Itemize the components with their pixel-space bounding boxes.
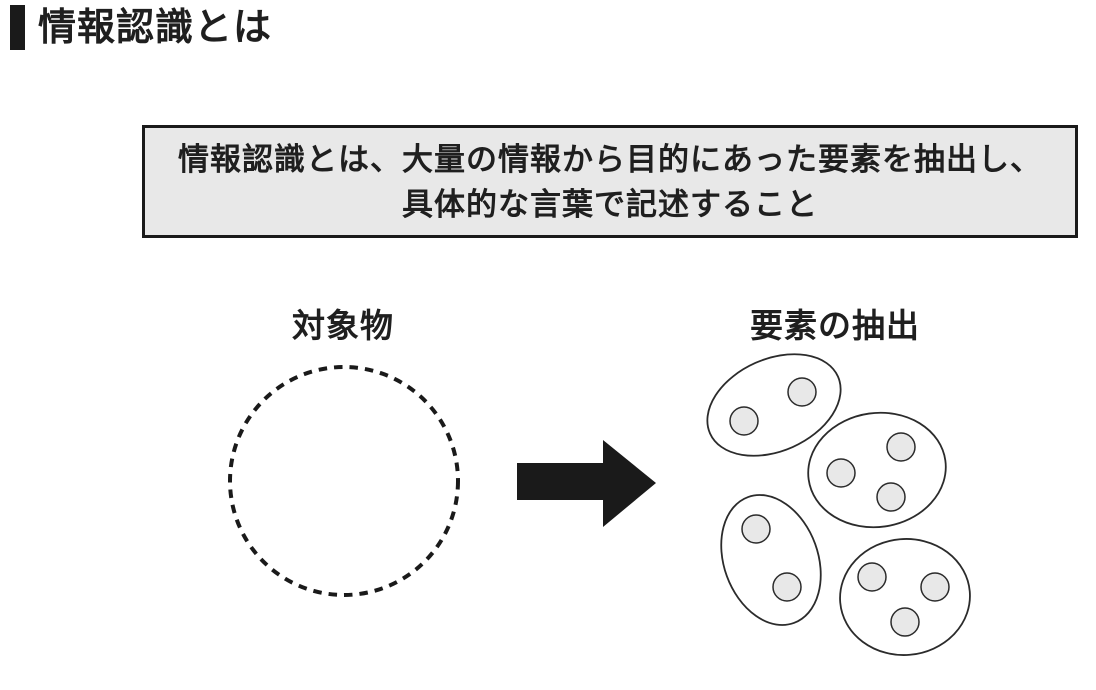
page-heading: 情報認識とは <box>10 5 272 50</box>
definition-line-2: 具体的な言葉で記述すること <box>402 186 818 222</box>
element-dot <box>772 572 802 602</box>
group-ellipse <box>720 494 822 626</box>
element-group-bottom-right <box>839 538 971 656</box>
element-group-bottom-left <box>720 494 822 626</box>
element-dot <box>741 514 771 544</box>
element-dot <box>826 458 856 488</box>
element-group-top-right <box>807 411 947 529</box>
element-dot <box>886 432 916 462</box>
label-element-extraction: 要素の抽出 <box>750 307 920 344</box>
element-group-top-left <box>706 353 842 457</box>
element-dot <box>876 482 906 512</box>
element-dot <box>890 607 920 637</box>
definition-line-1: 情報認識とは、大量の情報から目的にあった要素を抽出し、 <box>178 141 1042 177</box>
target-object-dashed-circle <box>228 365 460 597</box>
right-arrow-icon <box>517 440 656 527</box>
heading-marker-bar <box>10 5 25 50</box>
element-dot <box>729 406 759 436</box>
element-dot <box>857 562 887 592</box>
definition-box: 情報認識とは、大量の情報から目的にあった要素を抽出し、 具体的な言葉で記述するこ… <box>142 125 1078 238</box>
label-target-object: 対象物 <box>292 307 394 344</box>
page-title: 情報認識とは <box>38 6 273 49</box>
element-dot <box>920 572 950 602</box>
element-dot <box>787 377 817 407</box>
group-ellipse <box>839 538 971 656</box>
